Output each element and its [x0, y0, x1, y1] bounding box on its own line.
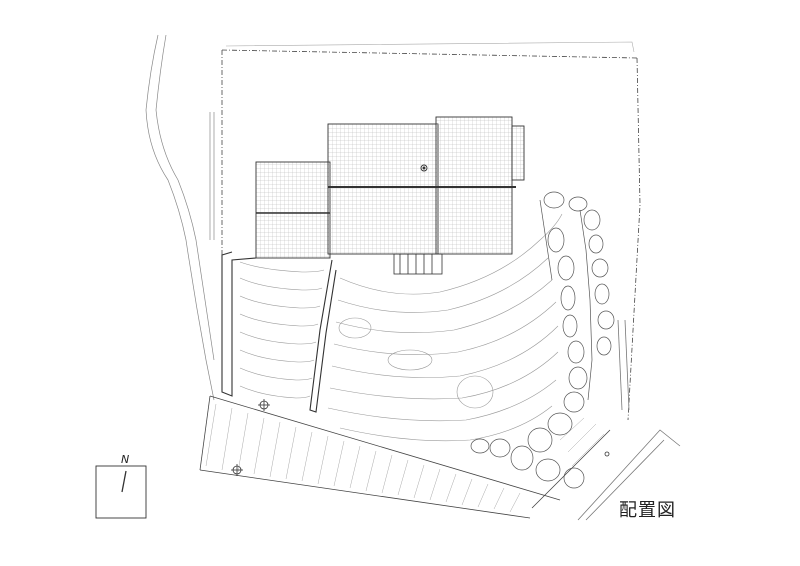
- contours-west: [239, 261, 325, 399]
- top-road-line: [225, 41, 635, 53]
- roof-east-annex: [511, 125, 525, 181]
- chimney-marker: [420, 164, 428, 172]
- building-roof: [255, 116, 525, 259]
- driveway-slope: [199, 395, 611, 519]
- north-arrow-label: N: [121, 453, 130, 466]
- left-road-lines: [145, 34, 215, 401]
- retaining-walls: [221, 251, 337, 413]
- roof-main: [327, 123, 439, 255]
- roof-west-wing: [255, 161, 331, 259]
- driveway-hatch: [205, 403, 605, 513]
- roof-east-wing: [435, 116, 513, 255]
- boulder-border: [470, 191, 615, 489]
- entrance-steps: [393, 253, 443, 275]
- contours-east: [327, 213, 563, 442]
- property-boundary: [221, 49, 641, 421]
- survey-marker-icon: [231, 399, 610, 476]
- right-road-lines: [577, 319, 681, 521]
- drawing-title: 配置図: [619, 500, 676, 521]
- north-arrow-icon: [95, 465, 147, 519]
